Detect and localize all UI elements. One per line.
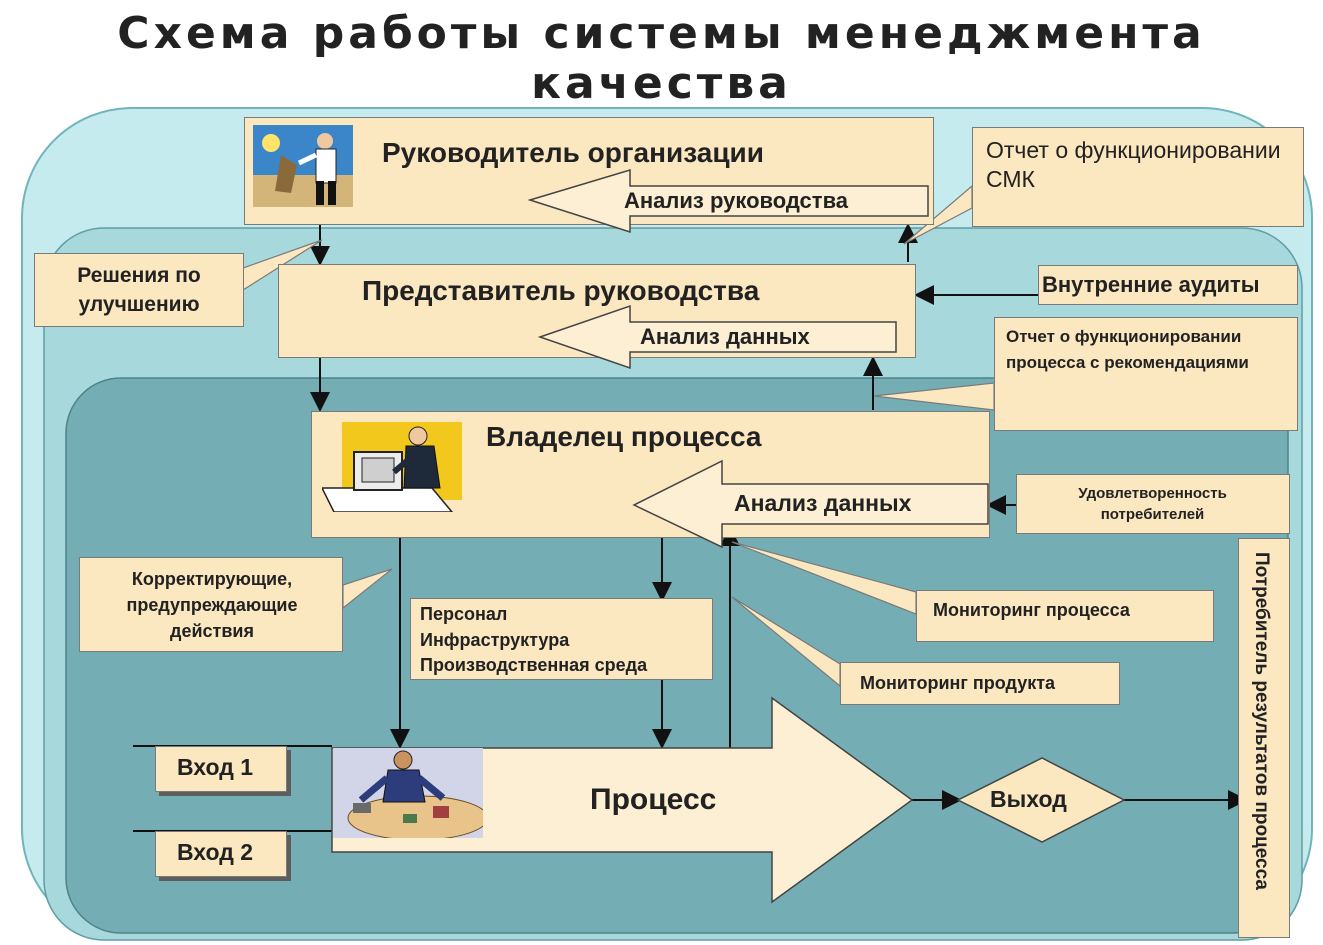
- input-1-box: [155, 746, 287, 792]
- head-analysis-label: Анализ руководства: [624, 188, 849, 213]
- representative-analysis-label: Анализ данных: [640, 324, 810, 349]
- input-1-label: Вход 1: [177, 754, 254, 780]
- product-monitoring-label: Мониторинг продукта: [860, 673, 1056, 693]
- improvement-decisions-callout: [34, 253, 244, 327]
- qms-report-label: Отчет о функционировании СМК: [986, 137, 1281, 192]
- owner-at-computer-icon: [322, 422, 462, 512]
- manager-figure-icon: [253, 125, 353, 207]
- resources-box: [410, 598, 713, 680]
- process-label: Процесс: [590, 783, 717, 816]
- corrective-actions-callout: [79, 557, 343, 652]
- internal-audits-label: Внутренние аудиты: [1042, 272, 1260, 297]
- input-2-label: Вход 2: [177, 839, 254, 865]
- diagram-title-line1: Схема работы системы менеджмента: [117, 8, 1206, 59]
- diagram-title-line2: качества: [531, 58, 792, 109]
- customer-satisfaction-label: Удовлетворенность потребителей: [1078, 485, 1227, 523]
- process-report-label: Отчет о функционировании процесса с реко…: [1006, 327, 1249, 372]
- consumer-box: [1238, 538, 1290, 938]
- internal-audits-box: [1038, 265, 1298, 305]
- process-report-callout: [994, 317, 1298, 431]
- consumer-label: Потребитель результатов процесса: [1251, 552, 1272, 890]
- corrective-actions-label: Корректирующие, предупреждающие действия: [126, 569, 298, 641]
- process-monitoring-label: Мониторинг процесса: [933, 600, 1130, 620]
- management-representative-label: Представитель руководства: [362, 275, 760, 306]
- head-of-organization-label: Руководитель организации: [382, 137, 764, 168]
- process-monitoring-callout: [916, 590, 1214, 642]
- resources-personnel: Персонал: [420, 604, 508, 624]
- improvement-decisions-label: Решения по улучшению: [77, 264, 201, 316]
- resources-environment: Производственная среда: [420, 655, 648, 675]
- owner-analysis-label: Анализ данных: [734, 490, 912, 516]
- input-2-box: [155, 831, 287, 877]
- process-owner-label: Владелец процесса: [486, 421, 762, 452]
- worker-at-desk-icon: [333, 748, 483, 838]
- resources-infrastructure: Инфраструктура: [420, 630, 570, 650]
- output-label: Выход: [990, 786, 1067, 812]
- qms-report-callout: [972, 127, 1304, 227]
- customer-satisfaction-box: [1016, 474, 1290, 534]
- product-monitoring-callout: [840, 662, 1120, 705]
